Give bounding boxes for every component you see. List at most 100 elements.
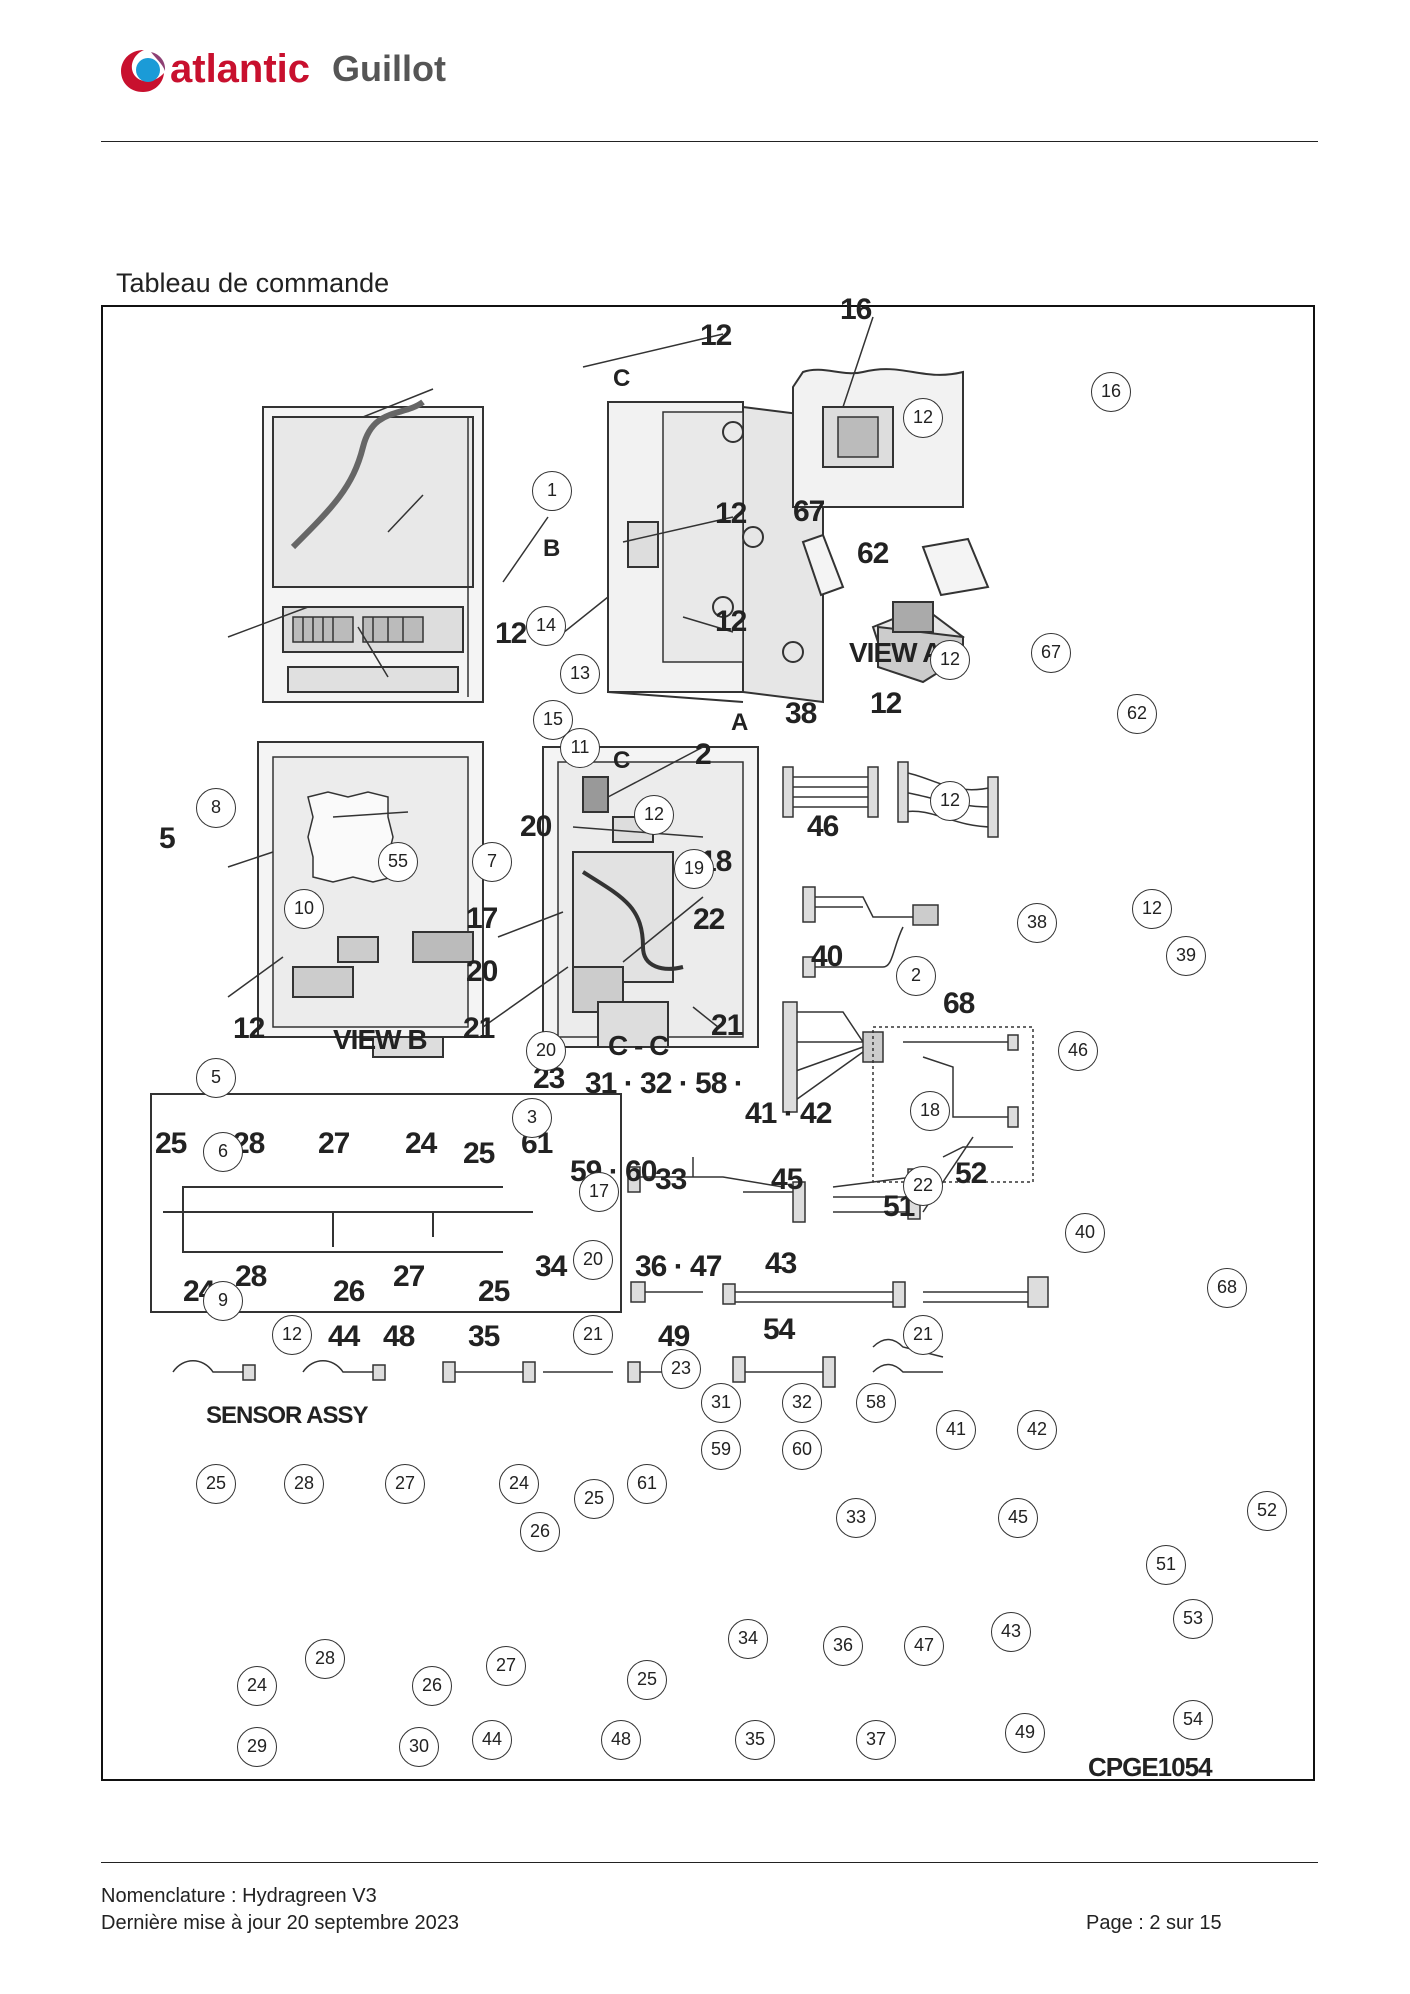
part-number: 20 (520, 810, 552, 843)
section-c-c-label: C - C (608, 1030, 669, 1061)
callout: 51 (1146, 1545, 1186, 1585)
callout: 14 (526, 606, 566, 646)
footer-last-update: Dernière mise à jour 20 septembre 2023 (101, 1912, 459, 1934)
callout: 49 (1005, 1713, 1045, 1753)
callout: 21 (573, 1315, 613, 1355)
callout: 24 (499, 1464, 539, 1504)
section-marker-c-top: C (613, 365, 630, 392)
callout: 55 (378, 842, 418, 882)
callout: 2 (896, 956, 936, 996)
callout: 28 (284, 1464, 324, 1504)
part-number: 12 (700, 319, 732, 352)
part-number: 12 (495, 617, 527, 650)
callout: 53 (1173, 1599, 1213, 1639)
callout: 42 (1017, 1410, 1057, 1450)
header-rule (101, 141, 1318, 142)
callout: 31 (701, 1383, 741, 1423)
callout: 12 (634, 795, 674, 835)
footer-document-name: Nomenclature : Hydragreen V3 (101, 1885, 377, 1907)
callout: 6 (203, 1132, 243, 1172)
callout: 7 (472, 842, 512, 882)
exploded-view-frame: 16 12 12 67 62 12 12 12 38 2 20 46 5 18 … (101, 295, 1315, 1782)
callout: 17 (579, 1172, 619, 1212)
part-number: 62 (857, 537, 889, 570)
callout: 20 (526, 1031, 566, 1071)
callout: 30 (399, 1727, 439, 1767)
callout: 11 (560, 728, 600, 768)
callout: 12 (930, 640, 970, 680)
part-number: 17 (466, 902, 498, 935)
callout: 9 (203, 1281, 243, 1321)
part-number: 27 (318, 1127, 350, 1160)
callout: 40 (1065, 1213, 1105, 1253)
callout: 24 (237, 1666, 277, 1706)
callout: 3 (512, 1098, 552, 1138)
leader-lines (227, 316, 974, 1213)
callout: 26 (520, 1512, 560, 1552)
callout: 43 (991, 1612, 1031, 1652)
callout: 37 (856, 1720, 896, 1760)
exploded-view-drawing (150, 316, 1049, 1388)
callout: 41 (936, 1410, 976, 1450)
part-number: 25 (155, 1127, 187, 1160)
callout: 36 (823, 1626, 863, 1666)
part-number: 12 (715, 497, 747, 530)
callout: 61 (627, 1464, 667, 1504)
callout: 19 (674, 849, 714, 889)
callout: 58 (856, 1383, 896, 1423)
callout: 34 (728, 1619, 768, 1659)
callout: 16 (1091, 372, 1131, 412)
callout: 33 (836, 1498, 876, 1538)
callout: 21 (903, 1315, 943, 1355)
callout: 38 (1017, 903, 1057, 943)
part-number: 25 (463, 1137, 495, 1170)
callout: 25 (574, 1479, 614, 1519)
sensor-assy-title: SENSOR ASSY (206, 1402, 368, 1429)
callout: 23 (661, 1349, 701, 1389)
brand-logo-mark (121, 50, 166, 92)
section-c-c-assembly (542, 746, 759, 1048)
callout: 39 (1166, 936, 1206, 976)
drawing-code: CPGE1054 (1088, 1752, 1213, 1782)
callout: 25 (627, 1660, 667, 1700)
part-number: 28 (235, 1260, 267, 1293)
part-number: 41 · 42 (745, 1097, 832, 1130)
part-number: 52 (955, 1157, 987, 1190)
part-number: 48 (383, 1320, 415, 1353)
part-number: 68 (943, 987, 975, 1020)
callout: 10 (284, 889, 324, 929)
part-number: 54 (763, 1313, 795, 1346)
brand-word-atlantic: atlantic (170, 47, 311, 91)
lower-harnesses (172, 1157, 1049, 1388)
brand-word-guillot: Guillot (332, 48, 446, 89)
callout: 46 (1058, 1031, 1098, 1071)
part-number: 24 (405, 1127, 437, 1160)
callout: 68 (1207, 1268, 1247, 1308)
part-number: 22 (693, 903, 725, 936)
callout: 8 (196, 788, 236, 828)
part-number: 5 (159, 822, 176, 855)
panel-front-assembly (262, 399, 484, 703)
callout: 29 (237, 1727, 277, 1767)
part-number: 21 (711, 1009, 743, 1042)
callout: 5 (196, 1058, 236, 1098)
brand-logo: atlantic Guillot (118, 44, 498, 94)
callout: 48 (601, 1720, 641, 1760)
callout: 60 (782, 1430, 822, 1470)
part-number: 33 (655, 1163, 687, 1196)
panel-side-assembly (607, 401, 824, 704)
callout: 1 (532, 471, 572, 511)
callout: 32 (782, 1383, 822, 1423)
callout: 27 (385, 1464, 425, 1504)
section-title: Tableau de commande (116, 268, 390, 298)
part-number: 27 (393, 1260, 425, 1293)
part-number: 36 · 47 (635, 1250, 722, 1283)
callout: 13 (560, 654, 600, 694)
callout: 12 (1132, 889, 1172, 929)
callout: 28 (305, 1639, 345, 1679)
part-number: 46 (807, 810, 839, 843)
callout: 12 (930, 781, 970, 821)
part-number: 25 (478, 1275, 510, 1308)
callout: 20 (573, 1240, 613, 1280)
part-number: 20 (466, 955, 498, 988)
